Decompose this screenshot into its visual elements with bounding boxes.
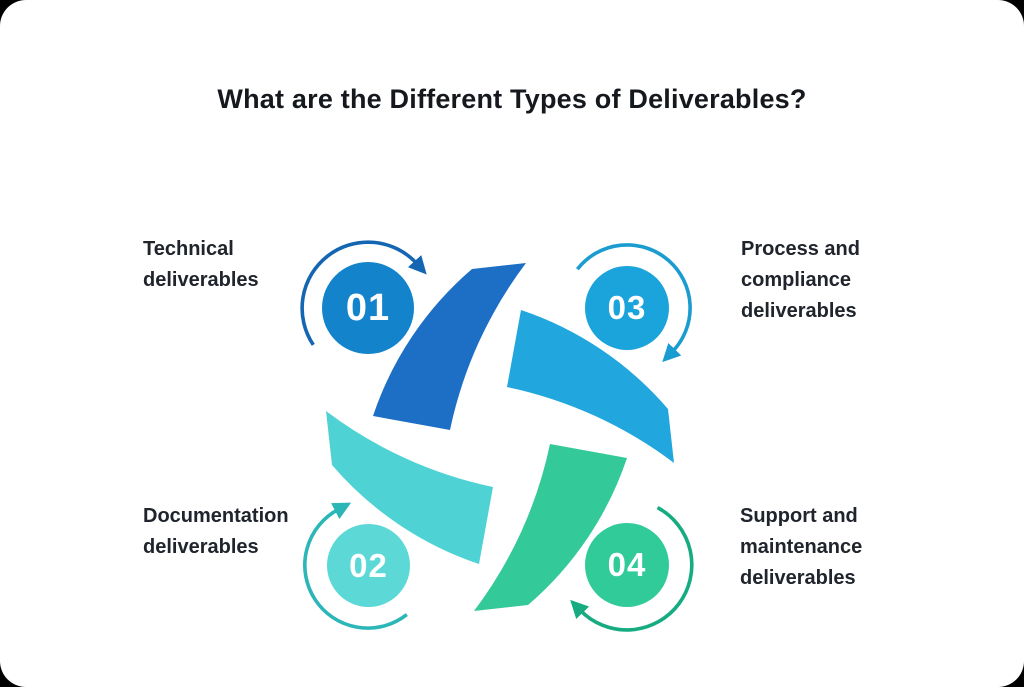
- step-circle-02: 02: [327, 524, 410, 607]
- label-line: compliance: [741, 269, 852, 291]
- label-line: Documentation: [143, 505, 289, 527]
- step-circle-01: 01: [322, 262, 414, 354]
- arrow-04-icon: [570, 506, 694, 632]
- arrow-02-icon: [303, 502, 408, 630]
- petal-pinwheel: [326, 263, 674, 611]
- petal-03: [507, 310, 674, 463]
- step-circle-03: 03: [585, 266, 669, 350]
- label-line: deliverables: [143, 536, 259, 558]
- arrow-group: [300, 240, 694, 632]
- label-line: Process and: [741, 238, 860, 260]
- petal-01: [373, 263, 526, 430]
- label-technical-deliverables: Technical deliverables: [143, 234, 259, 296]
- label-documentation-deliverables: Documentation deliverables: [143, 501, 289, 563]
- label-support-maintenance-deliverables: Support and maintenance deliverables: [740, 501, 862, 594]
- label-line: deliverables: [143, 269, 259, 291]
- petal-02: [326, 411, 493, 564]
- page-title: What are the Different Types of Delivera…: [217, 84, 807, 114]
- label-line: Technical: [143, 238, 234, 260]
- label-line: deliverables: [740, 567, 856, 589]
- label-line: Support and: [740, 505, 858, 527]
- arrow-03-icon: [575, 243, 692, 363]
- step-circle-04: 04: [585, 523, 669, 607]
- label-process-compliance-deliverables: Process and compliance deliverables: [741, 234, 860, 327]
- arrow-01-icon: [300, 240, 427, 346]
- label-line: deliverables: [741, 300, 857, 322]
- petal-04: [474, 444, 627, 611]
- label-line: maintenance: [740, 536, 863, 558]
